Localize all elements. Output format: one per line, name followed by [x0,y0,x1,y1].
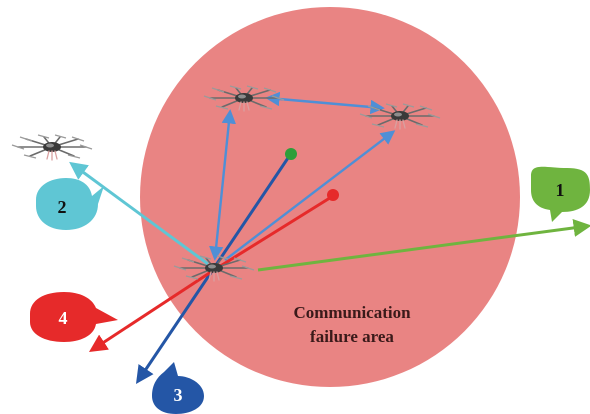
area-label-line1: Communication [293,303,411,322]
drone-icon [11,134,93,161]
link-left-top [209,109,236,261]
green-target-dot [285,148,297,160]
arrow-3 [135,267,216,384]
link-top-right [265,91,385,115]
callout-1-label: 1 [556,180,565,200]
link-left-right [224,130,396,261]
arrow-4-upper [213,194,334,272]
arrow-4 [88,268,215,352]
area-label-line2: failure area [310,327,394,346]
callout-1: 1 [531,166,590,222]
red-target-dot [327,189,339,201]
callout-2: 2 [36,178,104,230]
callout-2-label: 2 [58,197,67,217]
callout-4-label: 4 [59,308,68,328]
communication-links [209,91,396,261]
arrow-3-upper [212,154,292,269]
callout-3: 3 [152,362,204,414]
callout-4: 4 [30,292,118,342]
callout-3-label: 3 [174,385,183,405]
arrow-1 [257,218,590,272]
arrow-2 [69,161,209,266]
